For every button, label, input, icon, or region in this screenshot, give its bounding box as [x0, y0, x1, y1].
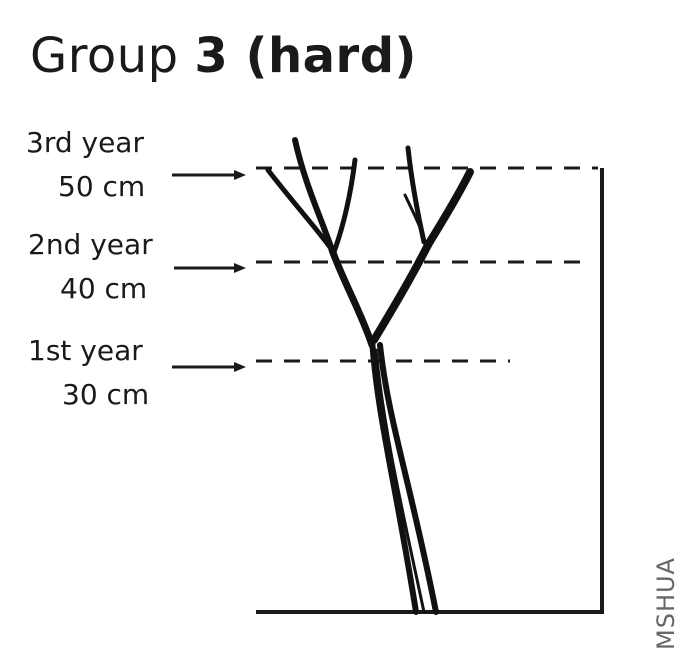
label-30-cm: 30 cm: [62, 378, 150, 411]
label-2nd-year: 2nd year: [28, 228, 153, 261]
title-group-number: 3 (hard): [194, 28, 417, 84]
title-prefix: Group: [30, 28, 179, 84]
label-50-cm: 50 cm: [58, 170, 146, 203]
arrow-1st-year: [172, 362, 246, 372]
tree-drawing: [265, 137, 474, 615]
watermark-text: MSHUA: [652, 557, 680, 650]
label-1st-year: 1st year: [28, 334, 143, 367]
diagram-title: Group 3 (hard): [30, 28, 417, 84]
arrow-3rd-year: [172, 170, 246, 180]
label-40-cm: 40 cm: [60, 272, 148, 305]
label-3rd-year: 3rd year: [26, 126, 144, 159]
arrow-2nd-year: [174, 263, 246, 273]
